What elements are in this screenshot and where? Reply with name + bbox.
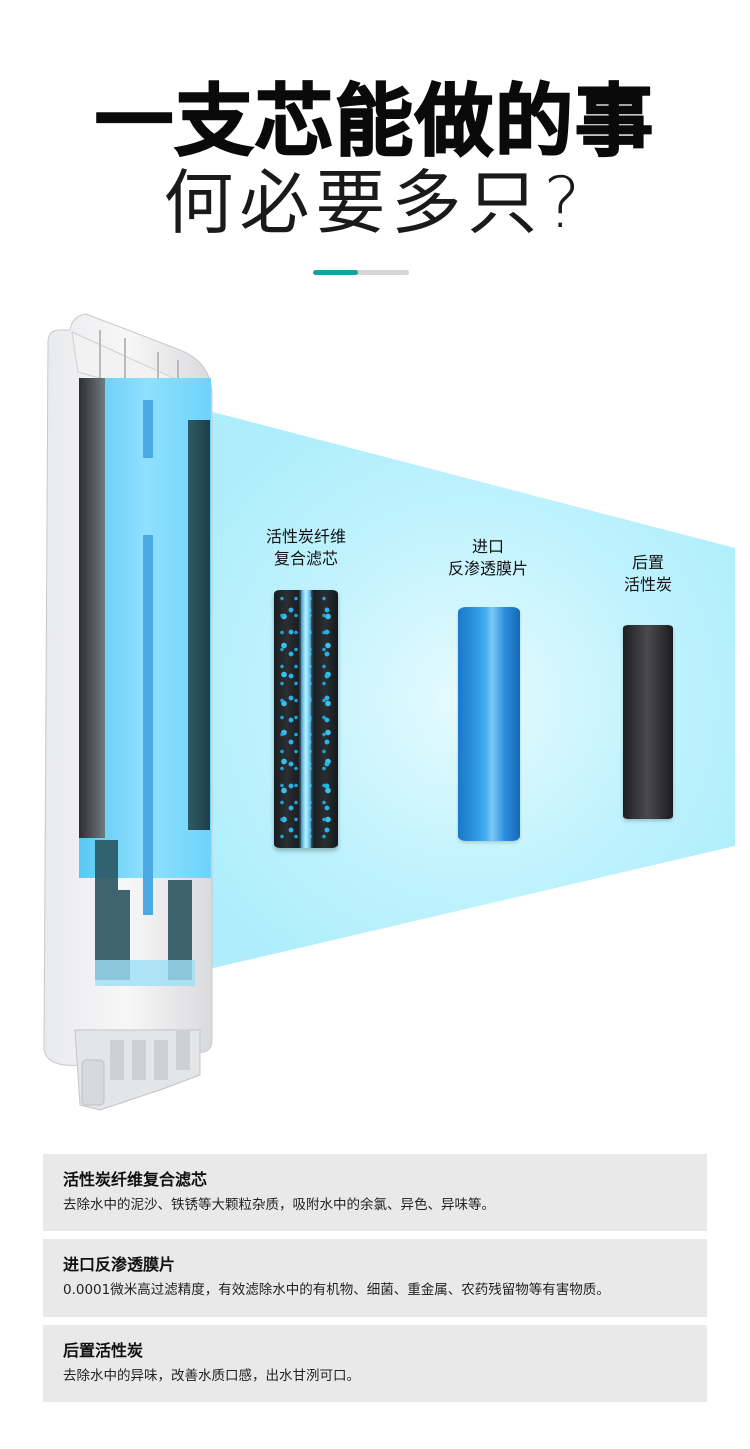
cartridge-label-ro-membrane: 进口 反渗透膜片 bbox=[432, 536, 544, 580]
feature-title: 活性炭纤维复合滤芯 bbox=[63, 1170, 208, 1189]
label-line: 后置 bbox=[631, 553, 664, 572]
feature-card-post-carbon: 后置活性炭 去除水中的异味，改善水质口感，出水甘洌可口。 bbox=[43, 1325, 707, 1402]
post-carbon-cartridge-image bbox=[623, 625, 673, 819]
feature-title: 进口反渗透膜片 bbox=[63, 1255, 176, 1274]
feature-description: 去除水中的泥沙、铁锈等大颗粒杂质，吸附水中的余氯、异色、异味等。 bbox=[63, 1197, 495, 1213]
headline: 一支芯能做的事 bbox=[94, 77, 655, 167]
cartridge-core-glow bbox=[301, 590, 311, 848]
feature-card-ro-membrane: 进口反渗透膜片 0.0001微米高过滤精度，有效滤除水中的有机物、细菌、重金属、… bbox=[43, 1239, 707, 1317]
progress-fill bbox=[313, 270, 358, 275]
label-line: 活性炭纤维 bbox=[265, 527, 346, 546]
feature-title: 后置活性炭 bbox=[63, 1341, 144, 1360]
label-line: 活性炭 bbox=[623, 575, 672, 594]
subheadline: 何必要多只? bbox=[163, 162, 587, 244]
carbon-fiber-cartridge-image bbox=[274, 590, 338, 848]
cartridge-label-carbon-fiber: 活性炭纤维 复合滤芯 bbox=[250, 526, 362, 570]
feature-card-carbon-fiber: 活性炭纤维复合滤芯 去除水中的泥沙、铁锈等大颗粒杂质，吸附水中的余氯、异色、异味… bbox=[43, 1154, 707, 1231]
ro-membrane-cartridge-image bbox=[458, 607, 520, 841]
feature-description: 0.0001微米高过滤精度，有效滤除水中的有机物、细菌、重金属、农药残留物等有害… bbox=[63, 1282, 610, 1298]
section-progress-indicator bbox=[313, 270, 409, 275]
feature-description: 去除水中的异味，改善水质口感，出水甘洌可口。 bbox=[63, 1368, 360, 1384]
cartridge-label-post-carbon: 后置 活性炭 bbox=[606, 552, 690, 596]
label-line: 进口 bbox=[471, 537, 504, 556]
label-line: 反渗透膜片 bbox=[447, 559, 528, 578]
label-line: 复合滤芯 bbox=[273, 549, 338, 568]
